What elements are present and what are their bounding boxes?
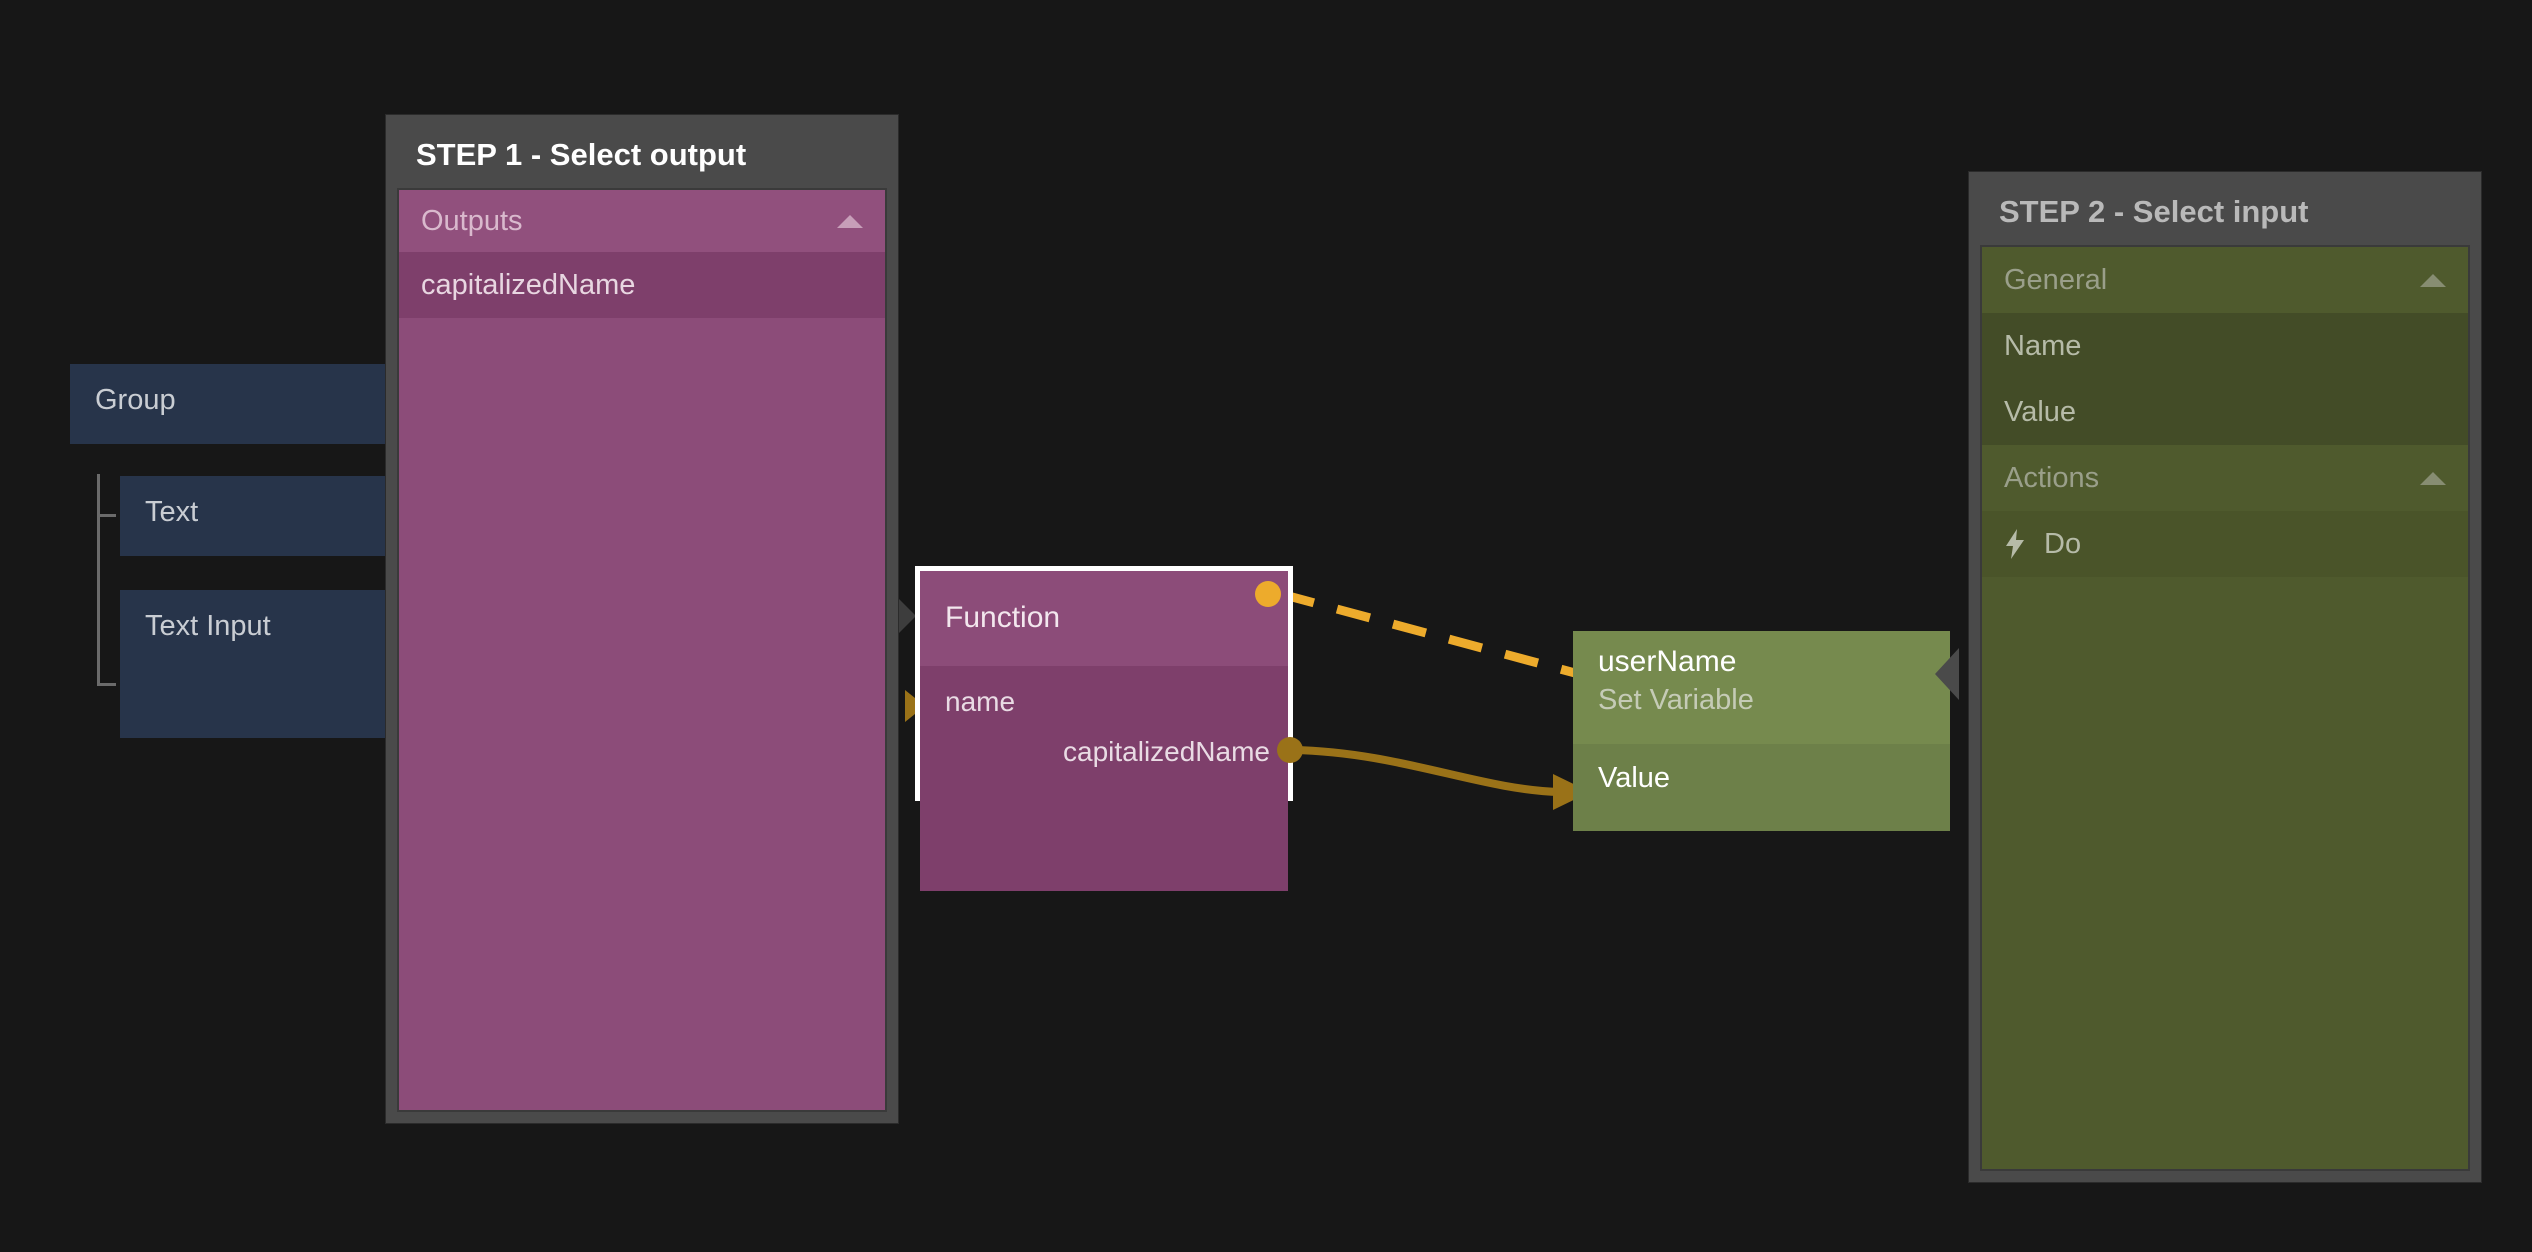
step2-panel-input-arrow-icon[interactable]	[1935, 648, 1959, 700]
function-input-port-name[interactable]: name	[945, 686, 1016, 717]
step2-list-item-do[interactable]: Do	[1982, 511, 2468, 577]
function-node-body: name capitalizedName	[920, 666, 1288, 891]
step1-list-item-capitalizedname[interactable]: capitalizedName	[399, 252, 885, 318]
tree-node-group-label: Group	[95, 384, 176, 416]
step2-panel-list[interactable]: General Name Value Actions Do	[1980, 245, 2470, 1171]
function-data-output-port-dot[interactable]	[1277, 737, 1303, 763]
function-exec-output-port-dot[interactable]	[1255, 581, 1281, 607]
chevron-up-icon[interactable]	[2420, 471, 2446, 485]
step2-section-header-general[interactable]: General	[1982, 247, 2468, 313]
step2-section-header-general-label: General	[2004, 263, 2108, 296]
step1-section-header-outputs-label: Outputs	[421, 204, 523, 237]
step1-panel[interactable]: STEP 1 - Select output Outputs capitaliz…	[386, 115, 898, 1123]
step2-list-item-name[interactable]: Name	[1982, 313, 2468, 379]
step1-list-item-capitalizedname-label: capitalizedName	[421, 268, 636, 301]
tree-node-group[interactable]: Group	[70, 364, 390, 444]
step2-section-header-actions[interactable]: Actions	[1982, 445, 2468, 511]
function-node-header[interactable]: Function	[920, 571, 1288, 666]
function-output-port-capitalizedname[interactable]: capitalizedName	[1063, 736, 1270, 767]
set-variable-input-port-value[interactable]: Value	[1598, 762, 1671, 794]
tree-bracket-line	[97, 474, 118, 686]
step2-list-item-value[interactable]: Value	[1982, 379, 2468, 445]
step1-panel-title: STEP 1 - Select output	[416, 137, 747, 172]
step2-list-item-name-label: Name	[2004, 329, 2082, 362]
set-variable-node-header[interactable]: userName Set Variable	[1573, 631, 1950, 744]
step2-panel[interactable]: STEP 2 - Select input General Name Value…	[1969, 172, 2481, 1182]
tree-node-text-label: Text	[145, 496, 199, 528]
set-variable-node[interactable]: userName Set Variable Value	[1573, 631, 1950, 831]
tree-node-text-input-label: Text Input	[145, 610, 271, 642]
step2-list-item-do-label: Do	[2044, 527, 2082, 560]
chevron-up-icon[interactable]	[2420, 273, 2446, 287]
step2-list-item-value-label: Value	[2004, 395, 2077, 428]
step1-panel-list[interactable]: Outputs capitalizedName	[397, 188, 887, 1112]
data-connection-line	[1292, 746, 1561, 796]
chevron-up-icon[interactable]	[837, 214, 863, 228]
set-variable-node-title: userName	[1598, 645, 1737, 678]
function-node[interactable]: Function name capitalizedName	[915, 566, 1293, 891]
step2-section-header-actions-label: Actions	[2004, 461, 2100, 494]
function-exec-input-arrow-icon[interactable]	[894, 594, 916, 638]
function-node-title: Function	[945, 601, 1061, 634]
step1-section-header-outputs[interactable]: Outputs	[399, 190, 885, 252]
tree-node-text-input[interactable]: Text Input	[120, 590, 400, 670]
tree-node-text-input-body	[120, 670, 400, 738]
set-variable-node-subtitle: Set Variable	[1598, 684, 1754, 716]
set-variable-node-body: Value	[1573, 744, 1950, 831]
lightning-bolt-icon	[2004, 529, 2026, 559]
step2-panel-title: STEP 2 - Select input	[1999, 194, 2309, 229]
tree-node-text[interactable]: Text	[120, 476, 400, 556]
